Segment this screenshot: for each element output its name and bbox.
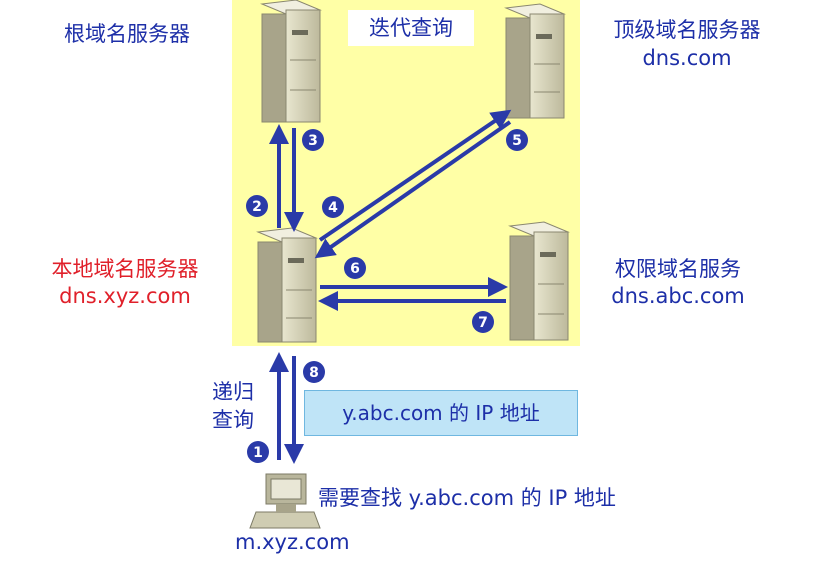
tld-server-icon xyxy=(506,4,564,118)
svg-text:2: 2 xyxy=(252,199,262,215)
step-badge-3: 3 xyxy=(302,129,324,151)
svg-text:7: 7 xyxy=(478,315,488,331)
svg-text:8: 8 xyxy=(309,365,319,381)
step-badge-2: 2 xyxy=(246,195,268,217)
svg-text:6: 6 xyxy=(350,261,360,277)
step-badge-5: 5 xyxy=(506,129,528,151)
arrow-step-5 xyxy=(318,122,510,256)
root-server-icon xyxy=(262,0,320,122)
step-badge-8: 8 xyxy=(303,361,325,383)
step-badge-4: 4 xyxy=(322,196,344,218)
step-badge-7: 7 xyxy=(472,311,494,333)
client-computer-icon xyxy=(250,474,320,528)
step-badge-6: 6 xyxy=(344,257,366,279)
local-server-icon xyxy=(258,228,316,342)
svg-text:4: 4 xyxy=(328,200,338,216)
arrow-step-4 xyxy=(320,112,508,240)
svg-text:1: 1 xyxy=(253,445,263,461)
auth-server-icon xyxy=(510,222,568,340)
step-badge-1: 1 xyxy=(247,441,269,463)
svg-text:5: 5 xyxy=(512,133,522,149)
svg-text:3: 3 xyxy=(308,133,318,149)
